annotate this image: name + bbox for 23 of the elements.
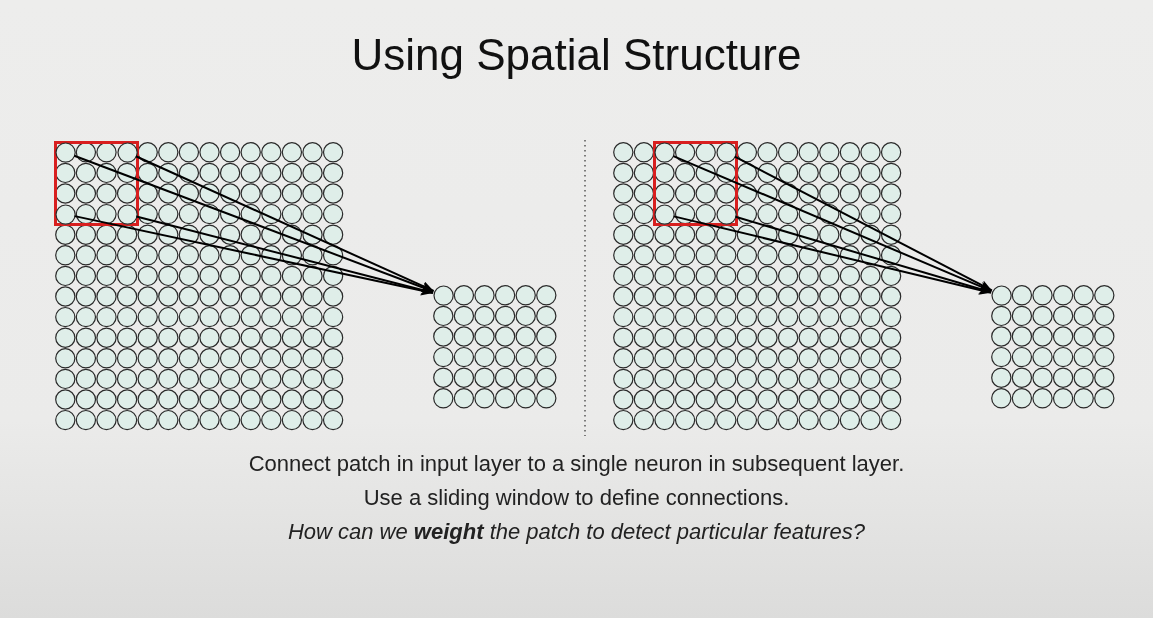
- neuron-circle: [990, 284, 1012, 306]
- caption-text: How can we weight the patch to detect particular features?: [287, 518, 866, 546]
- connection-arrow: [734, 215, 993, 294]
- neuron-circle: [715, 203, 737, 225]
- connection-arrow: [135, 215, 435, 295]
- slide-title: Using Spatial Structure: [351, 30, 802, 80]
- patch-frame: [53, 140, 139, 226]
- neuron-circle: [653, 141, 676, 163]
- connection-arrow: [733, 155, 993, 292]
- connection-arrow: [134, 155, 435, 292]
- neuron-circle: [653, 203, 676, 225]
- caption-text: Use a sliding window to define connections.: [363, 484, 790, 512]
- neuron-circle: [116, 203, 138, 225]
- neuron-circle: [715, 141, 737, 163]
- neuron-circle: [116, 141, 138, 163]
- connection-arrow: [672, 155, 993, 293]
- connection-arrow: [73, 215, 434, 296]
- patch-frame: [652, 140, 739, 226]
- neuron-circle: [54, 141, 76, 163]
- neuron-circle: [54, 203, 76, 225]
- neuron-circle: [432, 284, 454, 306]
- connection-arrow: [672, 215, 992, 295]
- caption-text: Connect patch in input layer to a single neuron in subsequent layer.: [248, 450, 905, 478]
